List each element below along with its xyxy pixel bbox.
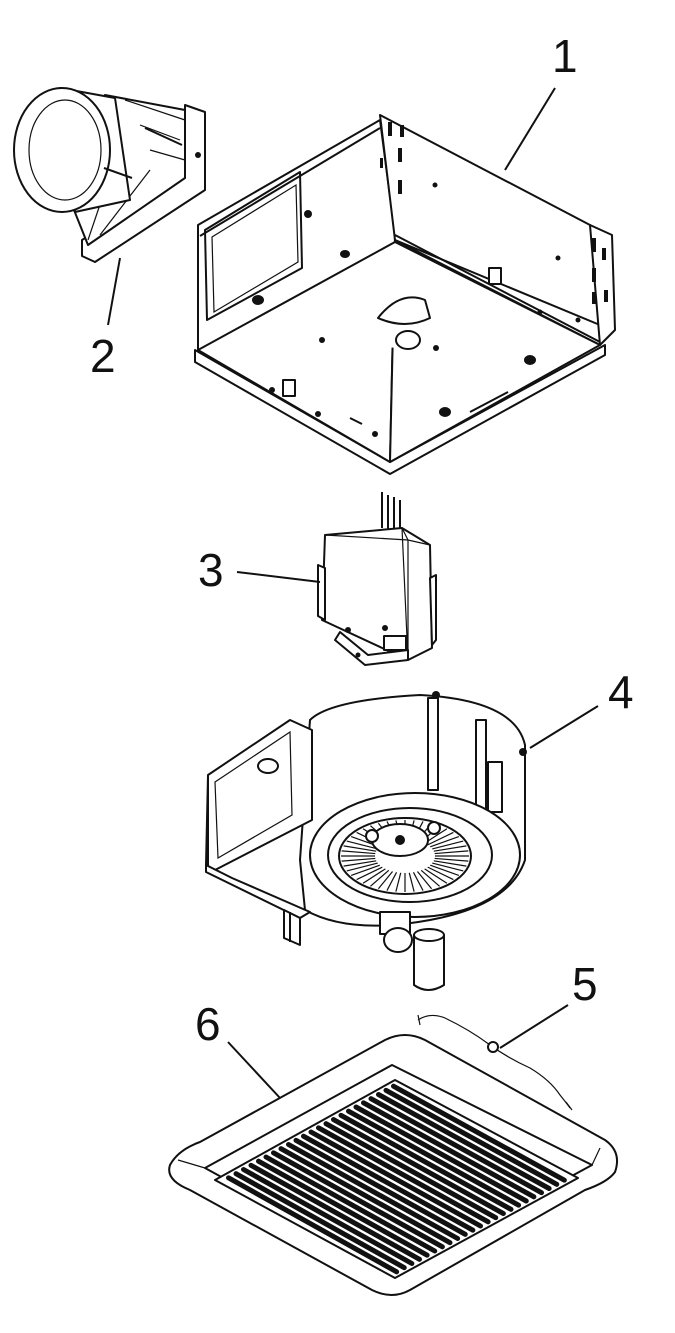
grille-louvers bbox=[229, 1086, 565, 1272]
blower-blade bbox=[344, 861, 377, 866]
leader-line-6 bbox=[227, 1041, 281, 1099]
blower-blade bbox=[347, 863, 378, 871]
callout-3: 3 bbox=[198, 544, 224, 596]
grille-louver bbox=[289, 1145, 458, 1239]
grille-louver bbox=[251, 1165, 420, 1259]
blower-blade bbox=[357, 867, 383, 879]
blower-blade bbox=[428, 867, 454, 879]
grille-louver bbox=[281, 1149, 450, 1243]
leader-line-5 bbox=[499, 1004, 569, 1049]
leader-line-2 bbox=[107, 257, 121, 326]
grille-louver bbox=[311, 1132, 481, 1226]
blower-blade bbox=[430, 837, 459, 847]
leader-line-4 bbox=[529, 705, 599, 749]
blower-assembly-part bbox=[206, 691, 527, 990]
blower-blade bbox=[342, 858, 376, 861]
grille-louver bbox=[364, 1103, 534, 1197]
blower-blade bbox=[432, 863, 463, 871]
wiring-box-part bbox=[318, 492, 436, 665]
grille-louver bbox=[356, 1107, 526, 1201]
leader-line-3 bbox=[236, 571, 321, 583]
grille-louver bbox=[394, 1086, 565, 1180]
grille-louver bbox=[266, 1157, 435, 1251]
blower-blade bbox=[347, 841, 378, 849]
grille-louver bbox=[244, 1170, 412, 1264]
blower-blade bbox=[425, 869, 447, 883]
grille-louver bbox=[386, 1090, 557, 1184]
callout-5: 5 bbox=[572, 958, 598, 1010]
grille-part bbox=[169, 1035, 617, 1295]
callout-6: 6 bbox=[195, 998, 221, 1050]
blower-blade bbox=[434, 846, 467, 851]
blower-blade bbox=[363, 869, 385, 883]
blower-blade bbox=[432, 841, 463, 849]
grille-louver bbox=[341, 1115, 511, 1209]
blower-blade bbox=[344, 846, 377, 851]
callout-1: 1 bbox=[552, 30, 578, 82]
blower-blade bbox=[409, 873, 414, 892]
blower-blade bbox=[428, 832, 454, 844]
grille-louver bbox=[334, 1120, 504, 1214]
grille-louver bbox=[349, 1111, 519, 1205]
blower-blade bbox=[417, 871, 431, 888]
blower-blade bbox=[342, 851, 376, 854]
blower-blade bbox=[430, 865, 459, 875]
grille-louver bbox=[326, 1124, 496, 1218]
duct-connector-part bbox=[14, 88, 205, 262]
grille-louver bbox=[229, 1178, 397, 1272]
grille-louver bbox=[304, 1136, 473, 1230]
blower-blade bbox=[370, 870, 388, 886]
grille-wire-part bbox=[418, 1015, 572, 1110]
blower-blade bbox=[396, 873, 401, 892]
blower-blade bbox=[351, 865, 380, 875]
grille-louver bbox=[319, 1128, 489, 1222]
blower-blade bbox=[434, 861, 467, 866]
blower-blade bbox=[413, 872, 423, 890]
grille-louver bbox=[379, 1095, 550, 1189]
grille-louver bbox=[259, 1161, 428, 1255]
callout-4: 4 bbox=[608, 666, 634, 718]
blower-blade bbox=[435, 851, 469, 854]
leader-line-1 bbox=[504, 87, 556, 171]
housing-part bbox=[195, 115, 615, 474]
grille-louver bbox=[236, 1174, 404, 1268]
blower-blade bbox=[435, 858, 469, 861]
blower-blade bbox=[387, 872, 397, 890]
blower-blade bbox=[421, 870, 439, 886]
callout-2: 2 bbox=[90, 330, 116, 382]
blower-blade bbox=[378, 871, 392, 888]
grille-louver bbox=[296, 1140, 465, 1234]
grille-louver bbox=[274, 1153, 443, 1247]
grille-louver bbox=[371, 1099, 542, 1193]
